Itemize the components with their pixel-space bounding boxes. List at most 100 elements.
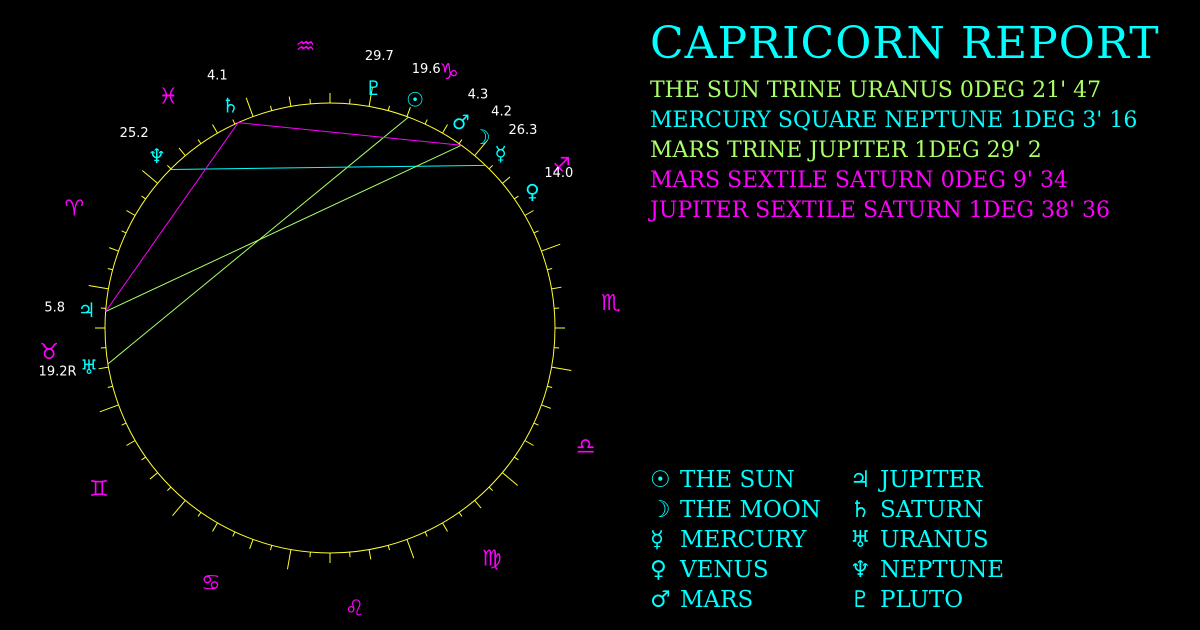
degree-tick — [488, 486, 493, 491]
degree-tick — [458, 139, 463, 144]
leo-sign-icon: ♌ — [345, 596, 365, 621]
venus-icon: ♀ — [525, 180, 540, 204]
degree-tick — [502, 472, 519, 486]
degree-tick — [541, 243, 561, 252]
sun-icon: ☉ — [406, 87, 424, 111]
legend-label: THE SUN — [680, 467, 795, 493]
degree-tick — [387, 105, 391, 111]
degree-tick — [288, 96, 292, 107]
degree-tick — [442, 124, 448, 134]
scorpio-sign-icon: ♏ — [601, 291, 621, 316]
degree-tick — [249, 539, 254, 549]
degree-tick — [269, 545, 273, 551]
aspect-line-item: JUPITER SEXTILE SATURN 1DEG 38' 36 — [650, 198, 1111, 223]
degree-tick — [488, 165, 493, 170]
mars-icon: ♂ — [650, 587, 671, 613]
degree-tick — [121, 422, 127, 426]
mercury-icon: ☿ — [650, 527, 665, 553]
legend-label: URANUS — [880, 527, 989, 553]
degree-tick — [167, 165, 172, 170]
degree-tick — [406, 539, 415, 559]
degree-tick — [424, 531, 428, 537]
degree-tick — [212, 124, 218, 134]
degree-tick — [107, 385, 113, 389]
legend-item: ♀ VENUS — [650, 557, 769, 583]
degree-tick — [502, 176, 511, 184]
zodiac-ring — [104, 102, 556, 554]
degree-tick — [197, 512, 202, 517]
legend-item: ☽THE MOON — [650, 497, 821, 523]
degree-tick — [99, 404, 119, 413]
legend-item: ♇PLUTO — [850, 587, 963, 613]
degree-tick — [141, 195, 146, 200]
sagittarius-sign-icon: ♐ — [551, 154, 571, 179]
neptune-degree-label: 25.2 — [120, 126, 149, 141]
degree-tick — [458, 512, 463, 517]
jupiter-degree-label: 5.8 — [44, 300, 65, 315]
degree-tick — [149, 472, 158, 480]
degree-tick — [533, 422, 539, 426]
degree-tick — [212, 522, 218, 532]
legend-label: SATURN — [880, 497, 984, 523]
mercury-degree-label: 26.3 — [508, 123, 537, 138]
degree-tick — [474, 500, 482, 509]
report-title: CAPRICORN REPORT — [650, 18, 1160, 69]
moon-icon: ☽ — [473, 125, 491, 149]
degree-tick — [547, 385, 553, 389]
degree-tick — [121, 230, 127, 234]
jupiter-icon: ♃ — [850, 467, 871, 493]
libra-sign-icon: ♎ — [576, 435, 596, 460]
saturn-degree-label: 4.1 — [207, 69, 228, 84]
cancer-sign-icon: ♋ — [201, 571, 221, 596]
legend-label: JUPITER — [880, 467, 983, 493]
degree-tick — [197, 139, 202, 144]
degree-tick — [88, 284, 109, 290]
aspect-line-item: MARS TRINE JUPITER 1DEG 29' 2 — [650, 138, 1042, 163]
moon-degree-label: 4.2 — [491, 104, 512, 119]
aspect-line-jupiter-saturn — [105, 122, 239, 312]
legend-label: VENUS — [680, 557, 769, 583]
degree-tick — [172, 500, 186, 517]
mars-icon: ♂ — [452, 110, 470, 134]
degree-tick — [551, 366, 572, 372]
taurus-sign-icon: ♉ — [39, 340, 59, 365]
neptune-icon: ♆ — [850, 557, 871, 583]
degree-tick — [524, 440, 534, 446]
legend-item: ☉THE SUN — [650, 467, 795, 493]
degree-tick — [424, 119, 428, 125]
degree-tick — [109, 247, 119, 252]
legend-label: MERCURY — [680, 527, 807, 553]
pluto-degree-label: 29.7 — [365, 49, 394, 64]
degree-tick — [141, 456, 146, 461]
sign-glyphs: ♈♉♊♋♌♍♎♏♐♑♒♓ — [39, 35, 621, 622]
aspect-line-item: MERCURY SQUARE NEPTUNE 1DEG 3' 16 — [650, 108, 1138, 133]
virgo-sign-icon: ♍ — [482, 547, 502, 572]
aquarius-sign-icon: ♒ — [296, 35, 316, 60]
degree-tick — [232, 119, 236, 125]
legend-item: ♄SATURN — [850, 497, 983, 523]
aspect-line-mars-saturn — [238, 122, 462, 146]
degree-tick — [141, 170, 158, 184]
degree-tick — [286, 549, 292, 570]
jupiter-icon: ♃ — [78, 298, 96, 322]
degree-tick — [406, 107, 411, 117]
uranus-degree-label: 19.2R — [39, 365, 77, 380]
sun-degree-label: 19.6 — [412, 62, 441, 77]
capricorn-sign-icon: ♑ — [439, 60, 459, 85]
venus-icon: ♀ — [650, 557, 667, 583]
legend-item: ♅URANUS — [850, 527, 989, 553]
moon-icon: ☽ — [650, 497, 671, 523]
zodiac-wheel: ♈♉♊♋♌♍♎♏♐♑♒♓ ♃5.8♅19.2R♀14.0☿26.3☽4.2♂4.… — [39, 35, 621, 622]
aspect-lines — [105, 116, 486, 365]
legend-item: ☿ MERCURY — [650, 527, 806, 553]
aspect-line-item: MARS SEXTILE SATURN 0DEG 9' 34 — [650, 168, 1068, 193]
legend-label: MARS — [680, 587, 754, 613]
degree-tick — [126, 440, 136, 446]
degree-tick — [245, 97, 254, 117]
degree-tick — [178, 147, 186, 156]
neptune-icon: ♆ — [148, 144, 166, 168]
degree-tick — [368, 86, 374, 107]
degree-tick — [547, 267, 553, 271]
uranus-icon: ♅ — [80, 355, 98, 379]
saturn-icon: ♄ — [221, 93, 239, 117]
